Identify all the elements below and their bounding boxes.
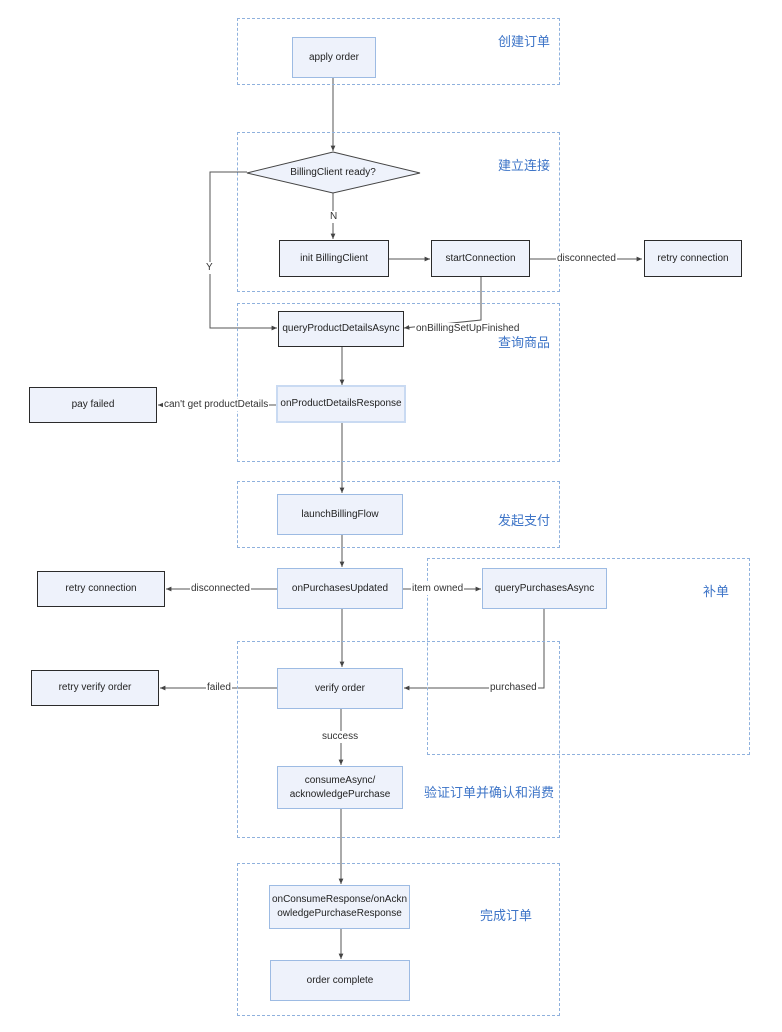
node-launch-billing-flow[interactable]: launchBillingFlow (277, 494, 403, 535)
node-retry-verify-order[interactable]: retry verify order (31, 670, 159, 706)
group-reissue: 补单 (427, 558, 750, 755)
group-title-pay: 发起支付 (497, 513, 550, 528)
group-title-reissue: 补单 (702, 584, 729, 599)
edge-label-failed: failed (206, 682, 232, 694)
node-init-billing[interactable]: init BillingClient (279, 240, 389, 277)
edge-label-success: success (321, 731, 360, 743)
billing-ready-diamond (246, 151, 421, 194)
node-retry-connection-top[interactable]: retry connection (644, 240, 742, 277)
group-title-create-order: 创建订单 (497, 34, 550, 49)
group-complete: 完成订单 (237, 863, 560, 1016)
group-title-query-product: 查询商品 (497, 335, 550, 350)
group-verify: 验证订单并确认和消费 (237, 641, 560, 838)
group-title-verify: 验证订单并确认和消费 (423, 785, 554, 800)
node-verify-order[interactable]: verify order (277, 668, 403, 709)
group-title-connect: 建立连接 (497, 158, 550, 173)
node-consume-acknowledge[interactable]: consumeAsync/ acknowledgePurchase (277, 766, 403, 809)
node-consume-line2: acknowledgePurchase (289, 788, 391, 800)
group-title-complete: 完成订单 (479, 908, 532, 923)
edge-label-disconnected-left: disconnected (190, 583, 251, 595)
node-retry-connection-left[interactable]: retry connection (37, 571, 165, 607)
node-on-consume-response[interactable]: onConsumeResponse/onAckn owledgePurchase… (269, 885, 410, 929)
edge-label-y: Y (205, 262, 214, 274)
node-on-consume-line1: onConsumeResponse/onAckn (271, 894, 408, 905)
node-on-purchases-updated[interactable]: onPurchasesUpdated (277, 568, 403, 609)
node-start-connection[interactable]: startConnection (431, 240, 530, 277)
edge-ready-to-query (209, 171, 277, 331)
node-billing-ready-label[interactable]: BillingClient ready? (290, 167, 376, 178)
group-query-product: 查询商品 (237, 303, 560, 462)
node-order-complete[interactable]: order complete (270, 960, 410, 1001)
group-create-order: 创建订单 (237, 18, 560, 85)
edge-querypurchases-to-verify (404, 609, 545, 691)
node-consume-line1: consumeAsync/ (304, 774, 376, 786)
node-apply-order[interactable]: apply order (292, 37, 376, 78)
group-connect: 建立连接 (237, 132, 560, 292)
edge-label-n: N (329, 211, 339, 223)
node-on-consume-line2: owledgePurchaseResponse (277, 908, 402, 919)
node-on-product-details-response[interactable]: onProductDetailsResponse (276, 385, 406, 423)
node-query-product-details[interactable]: queryProductDetailsAsync (278, 311, 404, 347)
edge-label-on-setup-finished: onBillingSetUpFinished (415, 323, 521, 335)
node-query-purchases-async[interactable]: queryPurchasesAsync (482, 568, 607, 609)
edge-label-disconnected-top: disconnected (556, 253, 617, 265)
edge-label-purchased: purchased (489, 682, 538, 694)
edge-label-item-owned: item owned (411, 583, 465, 595)
edge-label-cant-get: can't get productDetails (163, 399, 270, 411)
node-pay-failed[interactable]: pay failed (29, 387, 157, 423)
group-pay: 发起支付 (237, 481, 560, 548)
